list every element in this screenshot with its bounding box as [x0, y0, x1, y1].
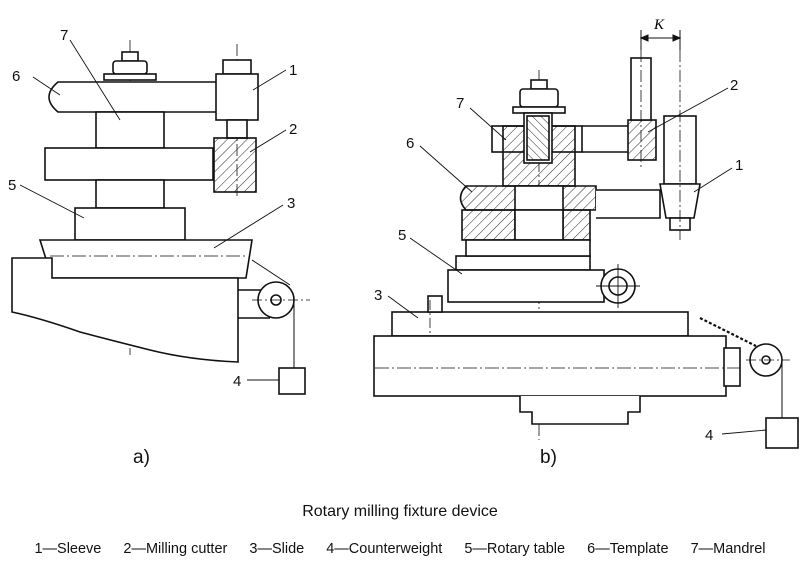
nut-b: [512, 79, 566, 114]
part-label: 5: [8, 177, 16, 194]
part-label: 4: [705, 427, 713, 444]
base-b: [373, 335, 727, 397]
labels-a: 6 7 1 2 5 3 4 a): [8, 27, 297, 468]
legend-item-mandrel: 7—Mandrel: [690, 541, 766, 557]
counterweight-a: [278, 367, 306, 395]
part-label: 6: [12, 68, 20, 85]
part-label: 2: [289, 121, 297, 138]
dimension-k-label: K: [653, 17, 665, 33]
view-b: [373, 30, 799, 449]
legend-item-slide: 3—Slide: [249, 541, 305, 557]
milling-cutter-b: [627, 119, 657, 161]
part-label: 3: [287, 195, 295, 212]
labels-b: 7 6 2 1 5 3 4 K b): [374, 17, 743, 468]
legend-item-template: 6—Template: [587, 541, 669, 557]
parts-legend: 1—Sleeve 2—Milling cutter 3—Slide 4—Coun…: [0, 541, 800, 557]
part-label: 6: [406, 135, 414, 152]
rotary-table-b: [455, 255, 591, 271]
slide-a: [38, 239, 253, 279]
dimension-k: [639, 30, 682, 50]
legend-item-rotary-table: 5—Rotary table: [464, 541, 566, 557]
part-label: 4: [233, 373, 241, 390]
figure-caption: Rotary milling fixture device: [302, 503, 498, 520]
part-label: 1: [289, 62, 297, 79]
part-label: 5: [398, 227, 406, 244]
template-arm-a: [48, 81, 223, 113]
rotary-table-a: [74, 207, 186, 241]
part-label: 1: [735, 157, 743, 174]
legend-item-milling-cutter: 2—Milling cutter: [123, 541, 228, 557]
sleeve-a: [222, 59, 252, 75]
legend-item-sleeve: 1—Sleeve: [34, 541, 102, 557]
counterweight-b: [765, 417, 799, 449]
milling-cutter-a: [213, 137, 257, 193]
part-label: 7: [60, 27, 68, 44]
legend-item-counterweight: 4—Counterweight: [326, 541, 443, 557]
subfigure-label-b: b): [540, 447, 557, 468]
subfigure-label-a: a): [133, 447, 150, 468]
nut-a: [103, 51, 157, 81]
part-label: 7: [456, 95, 464, 112]
part-label: 3: [374, 287, 382, 304]
base-a: [11, 257, 239, 363]
hub-disc-a: [44, 147, 214, 181]
part-label: 2: [730, 77, 738, 94]
mandrel-a: [95, 111, 165, 149]
slide-b: [391, 311, 689, 337]
view-a: [11, 39, 310, 395]
